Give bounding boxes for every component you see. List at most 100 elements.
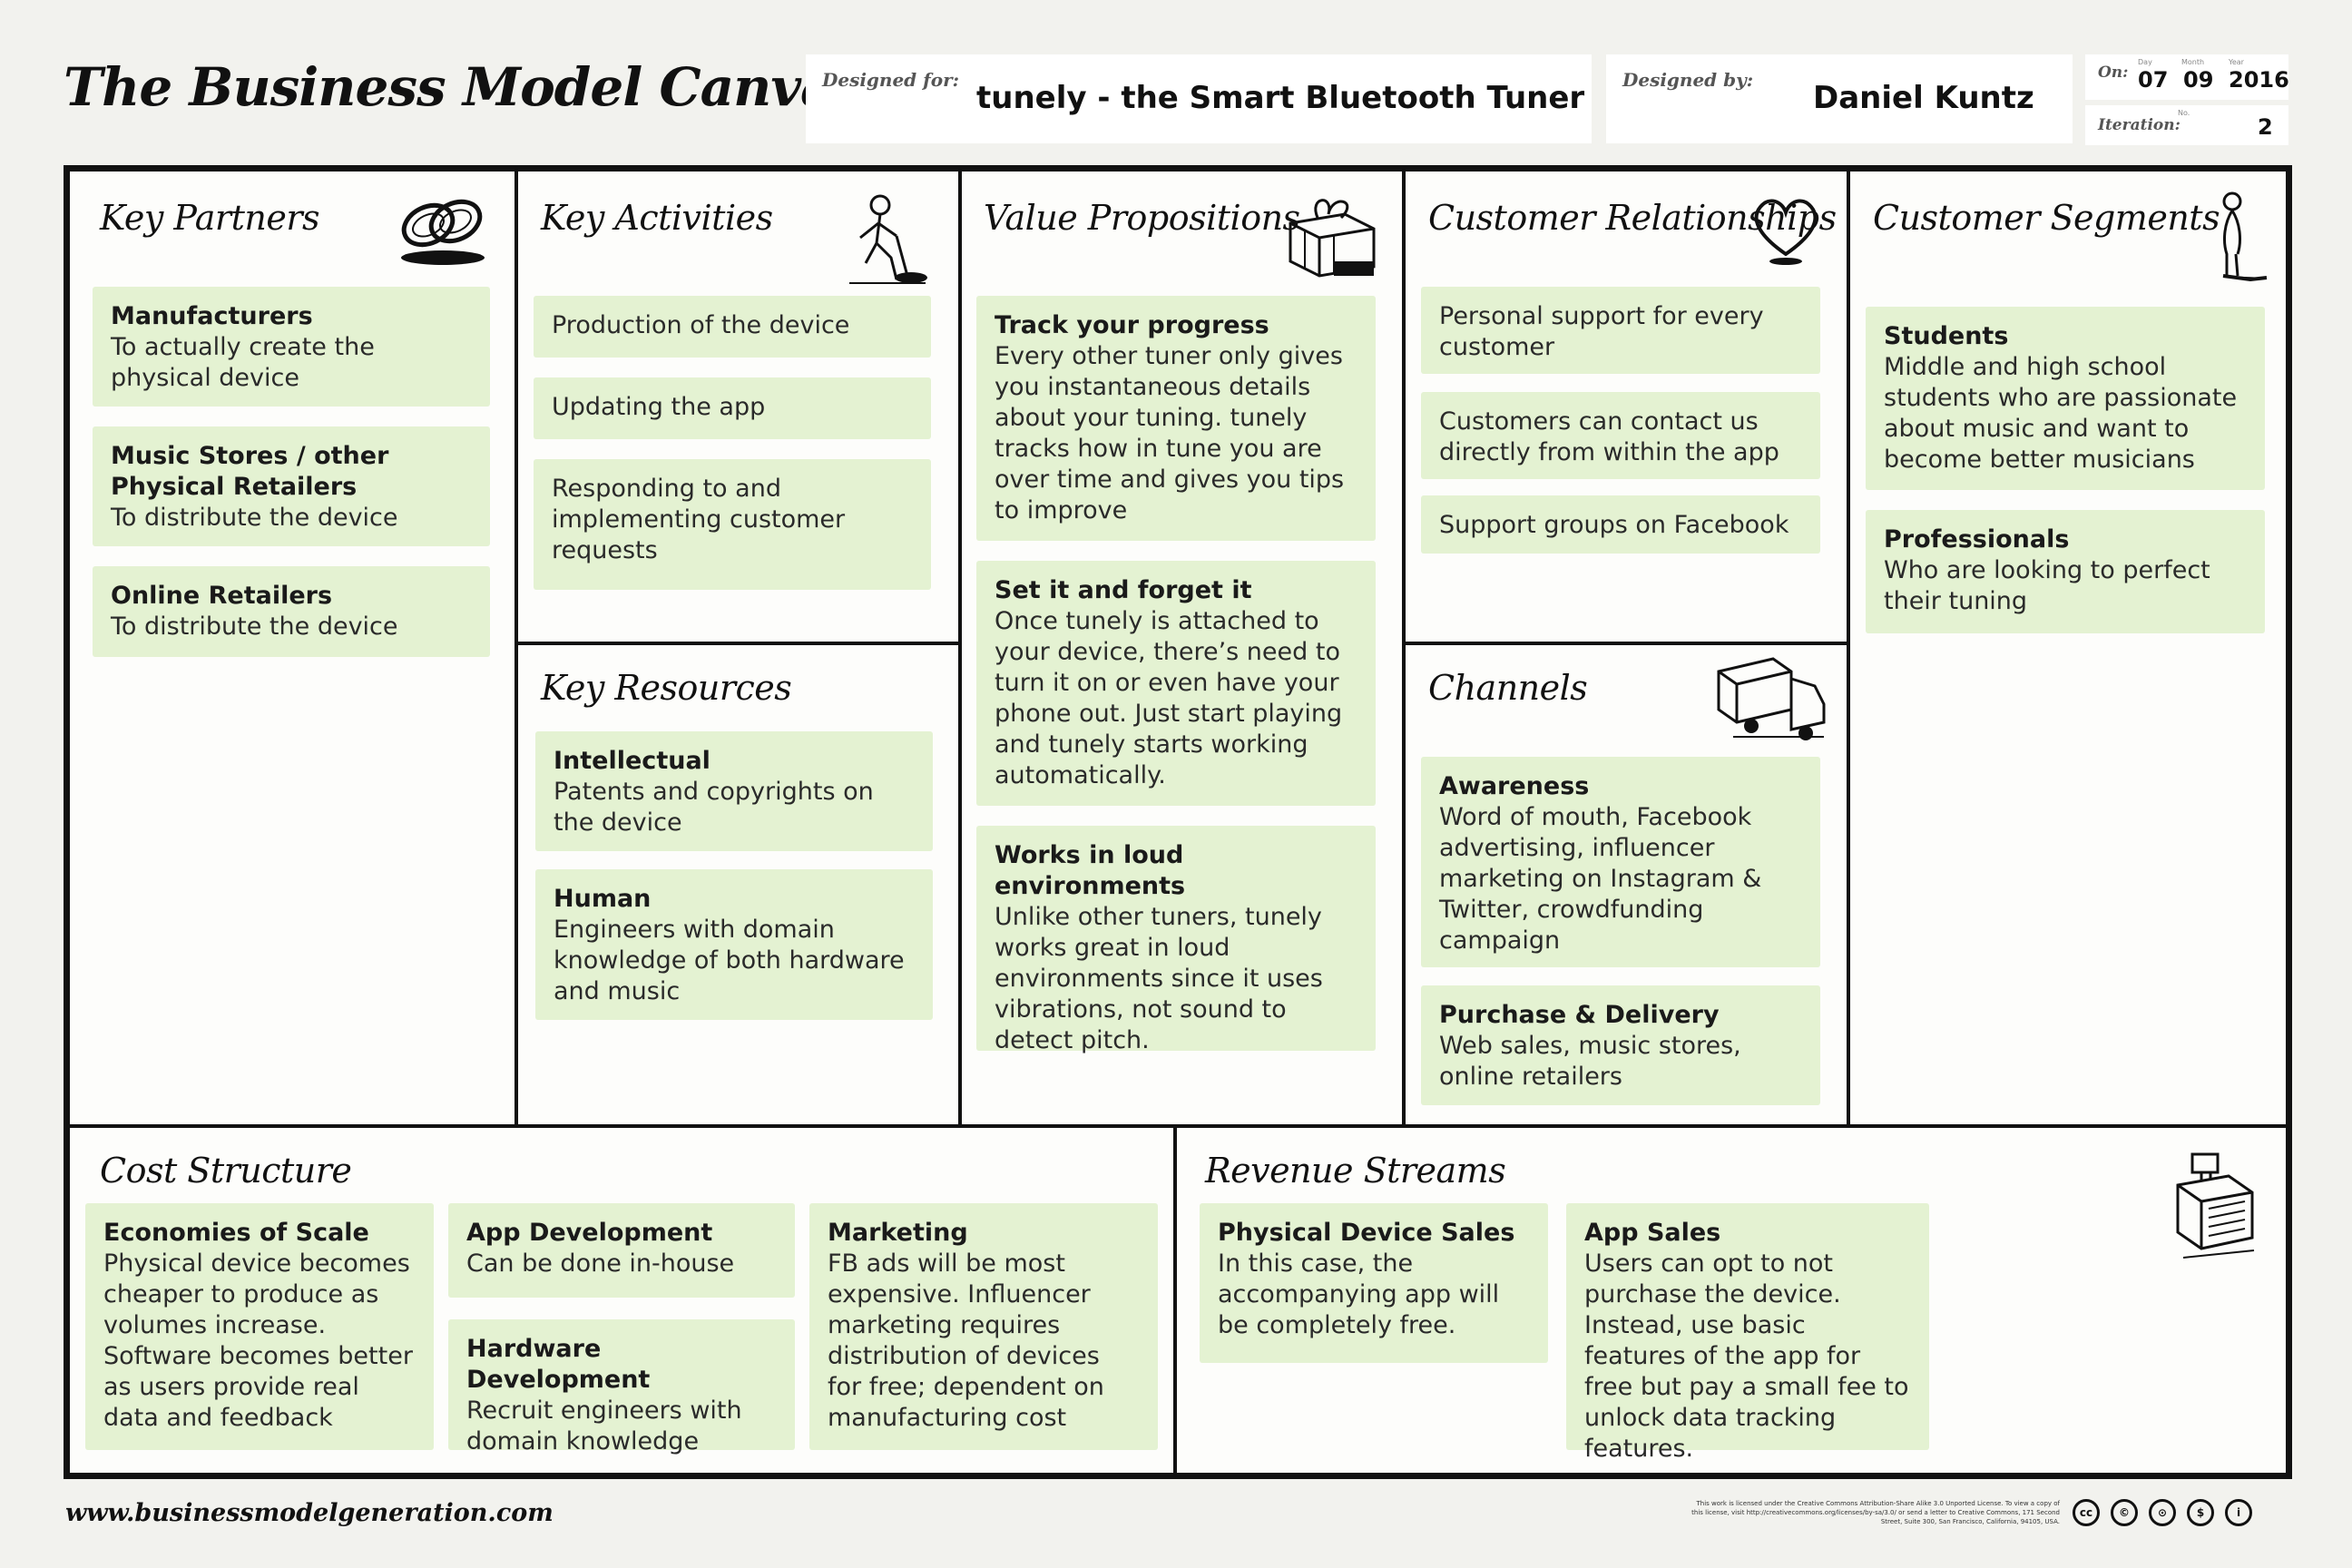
note-title: Intellectual xyxy=(554,747,710,775)
cc-icon: cc xyxy=(2073,1499,2100,1526)
cash-register-icon xyxy=(2176,1152,2255,1259)
chain-links-icon xyxy=(401,199,485,265)
note-body: Support groups on Facebook xyxy=(1439,511,1789,539)
note-loud-environments: Works in loud environments Unlike other … xyxy=(976,826,1376,1054)
note-body: Personal support for every customer xyxy=(1439,302,1764,361)
note-body: Production of the device xyxy=(552,311,850,339)
note-body: In this case, the accompanying app will … xyxy=(1218,1250,1500,1339)
note-title: Track your progress xyxy=(995,311,1269,339)
note-title: Human xyxy=(554,885,652,913)
license-text: This work is licensed under the Creative… xyxy=(1691,1500,2060,1525)
note-body: To actually create the physical device xyxy=(111,333,375,392)
divider xyxy=(1173,1124,1177,1473)
channels-title: Channels xyxy=(1428,668,1588,708)
note-body: Recruit engineers with domain knowledge xyxy=(466,1396,742,1455)
note-body: Unlike other tuners, tunely works great … xyxy=(995,903,1323,1054)
note-purchase-delivery: Purchase & Delivery Web sales, music sto… xyxy=(1421,985,1820,1105)
note-title: Economies of Scale xyxy=(103,1219,369,1247)
note-body: Customers can contact us directly from w… xyxy=(1439,407,1779,466)
note-human: Human Engineers with domain knowledge of… xyxy=(535,869,933,1020)
note-title: App Sales xyxy=(1584,1219,1721,1247)
note-body: Word of mouth, Facebook advertising, inf… xyxy=(1439,803,1762,955)
day-value: 07 xyxy=(2138,67,2169,93)
cost-structure-title: Cost Structure xyxy=(100,1151,352,1191)
note-marketing: Marketing FB ads will be most expensive.… xyxy=(809,1203,1158,1450)
footer-url[interactable]: www.businessmodelgeneration.com xyxy=(65,1499,554,1527)
note-body: Web sales, music stores, online retailer… xyxy=(1439,1032,1741,1091)
iteration-box: Iteration: No. 2 xyxy=(2085,105,2288,145)
note-students: Students Middle and high school students… xyxy=(1866,307,2265,490)
key-resources-title: Key Resources xyxy=(541,668,792,708)
divider xyxy=(70,1124,2286,1128)
iteration-label: Iteration: xyxy=(2098,116,2180,134)
note-body: Users can opt to not purchase the device… xyxy=(1584,1250,1909,1463)
year-label: Year xyxy=(2229,58,2244,66)
note-intellectual: Intellectual Patents and copyrights on t… xyxy=(535,731,933,851)
truck-icon xyxy=(1717,657,1826,740)
note-app-sales: App Sales Users can opt to not purchase … xyxy=(1566,1203,1929,1463)
note-body: Middle and high school students who are … xyxy=(1884,353,2238,474)
note-title: Students xyxy=(1884,322,2009,350)
note-body: To distribute the device xyxy=(111,612,398,641)
note-title: Marketing xyxy=(828,1219,968,1247)
note-body: Physical device becomes cheaper to produ… xyxy=(103,1250,413,1432)
page-title: The Business Model Canvas xyxy=(64,56,863,118)
noncommercial-icon: $ xyxy=(2187,1499,2214,1526)
designed-for-value: tunely - the Smart Bluetooth Tuner xyxy=(976,80,1585,116)
revenue-streams-title: Revenue Streams xyxy=(1205,1151,1506,1191)
note-title: Professionals xyxy=(1884,525,2070,554)
note-body: Every other tuner only gives you instant… xyxy=(995,342,1345,524)
designed-by-box: Designed by: Daniel Kuntz xyxy=(1606,54,2073,143)
designed-for-label: Designed for: xyxy=(822,69,959,91)
note-app-development: App Development Can be done in-house xyxy=(448,1203,795,1298)
note-customer-requests: Responding to and implementing customer … xyxy=(534,459,931,590)
iteration-value: 2 xyxy=(2258,114,2273,140)
note-body: Responding to and implementing customer … xyxy=(552,475,846,564)
note-title: Manufacturers xyxy=(111,302,313,330)
note-music-stores: Music Stores / other Physical Retailers … xyxy=(93,426,490,546)
note-title: Awareness xyxy=(1439,772,1590,800)
customer-segments-title: Customer Segments xyxy=(1873,198,2220,238)
note-set-and-forget: Set it and forget it Once tunely is atta… xyxy=(976,561,1376,806)
attribution-icon: i xyxy=(2225,1499,2252,1526)
note-contact-in-app: Customers can contact us directly from w… xyxy=(1421,392,1820,479)
divider xyxy=(1402,642,1850,645)
note-body: Patents and copyrights on the device xyxy=(554,778,874,837)
note-track-progress: Track your progress Every other tuner on… xyxy=(976,296,1376,541)
divider xyxy=(958,172,962,1128)
note-economies-of-scale: Economies of Scale Physical device becom… xyxy=(85,1203,434,1450)
key-partners-title: Key Partners xyxy=(100,198,319,238)
note-title: Works in loud environments xyxy=(995,841,1186,900)
note-awareness: Awareness Word of mouth, Facebook advert… xyxy=(1421,757,1820,967)
note-title: Music Stores / other Physical Retailers xyxy=(111,442,389,501)
note-body: To distribute the device xyxy=(111,504,398,532)
note-title: Purchase & Delivery xyxy=(1439,1001,1720,1029)
person-icon xyxy=(2222,191,2268,282)
designed-by-label: Designed by: xyxy=(1622,69,1754,91)
note-title: App Development xyxy=(466,1219,713,1247)
note-support-groups: Support groups on Facebook xyxy=(1421,495,1820,554)
note-body: Engineers with domain knowledge of both … xyxy=(554,916,905,1005)
customer-relationships-title: Customer Relationships xyxy=(1428,198,1837,238)
note-title: Hardware Development xyxy=(466,1335,651,1394)
date-box: On: Day Month Year 07 09 2016 xyxy=(2085,54,2289,100)
worker-icon xyxy=(849,194,927,284)
note-title: Physical Device Sales xyxy=(1218,1219,1515,1247)
value-propositions-title: Value Propositions xyxy=(984,198,1300,238)
note-title: Set it and forget it xyxy=(995,576,1252,604)
note-physical-device-sales: Physical Device Sales In this case, the … xyxy=(1200,1203,1548,1363)
note-personal-support: Personal support for every customer xyxy=(1421,287,1820,374)
heart-icon xyxy=(1754,199,1818,265)
note-hardware-development: Hardware Development Recruit engineers w… xyxy=(448,1319,795,1455)
share-alike-icon: ⊙ xyxy=(2149,1499,2176,1526)
month-value: 09 xyxy=(2183,67,2214,93)
month-label: Month xyxy=(2181,58,2205,66)
note-online-retailers: Online Retailers To distribute the devic… xyxy=(93,566,490,657)
no-label: No. xyxy=(2178,109,2190,117)
on-label: On: xyxy=(2098,64,2129,82)
note-body: Can be done in-house xyxy=(466,1250,735,1278)
designed-for-box: Designed for: tunely - the Smart Bluetoo… xyxy=(806,54,1592,143)
divider xyxy=(1402,172,1406,1128)
note-body: Once tunely is attached to your device, … xyxy=(995,607,1343,789)
divider xyxy=(514,172,518,1128)
